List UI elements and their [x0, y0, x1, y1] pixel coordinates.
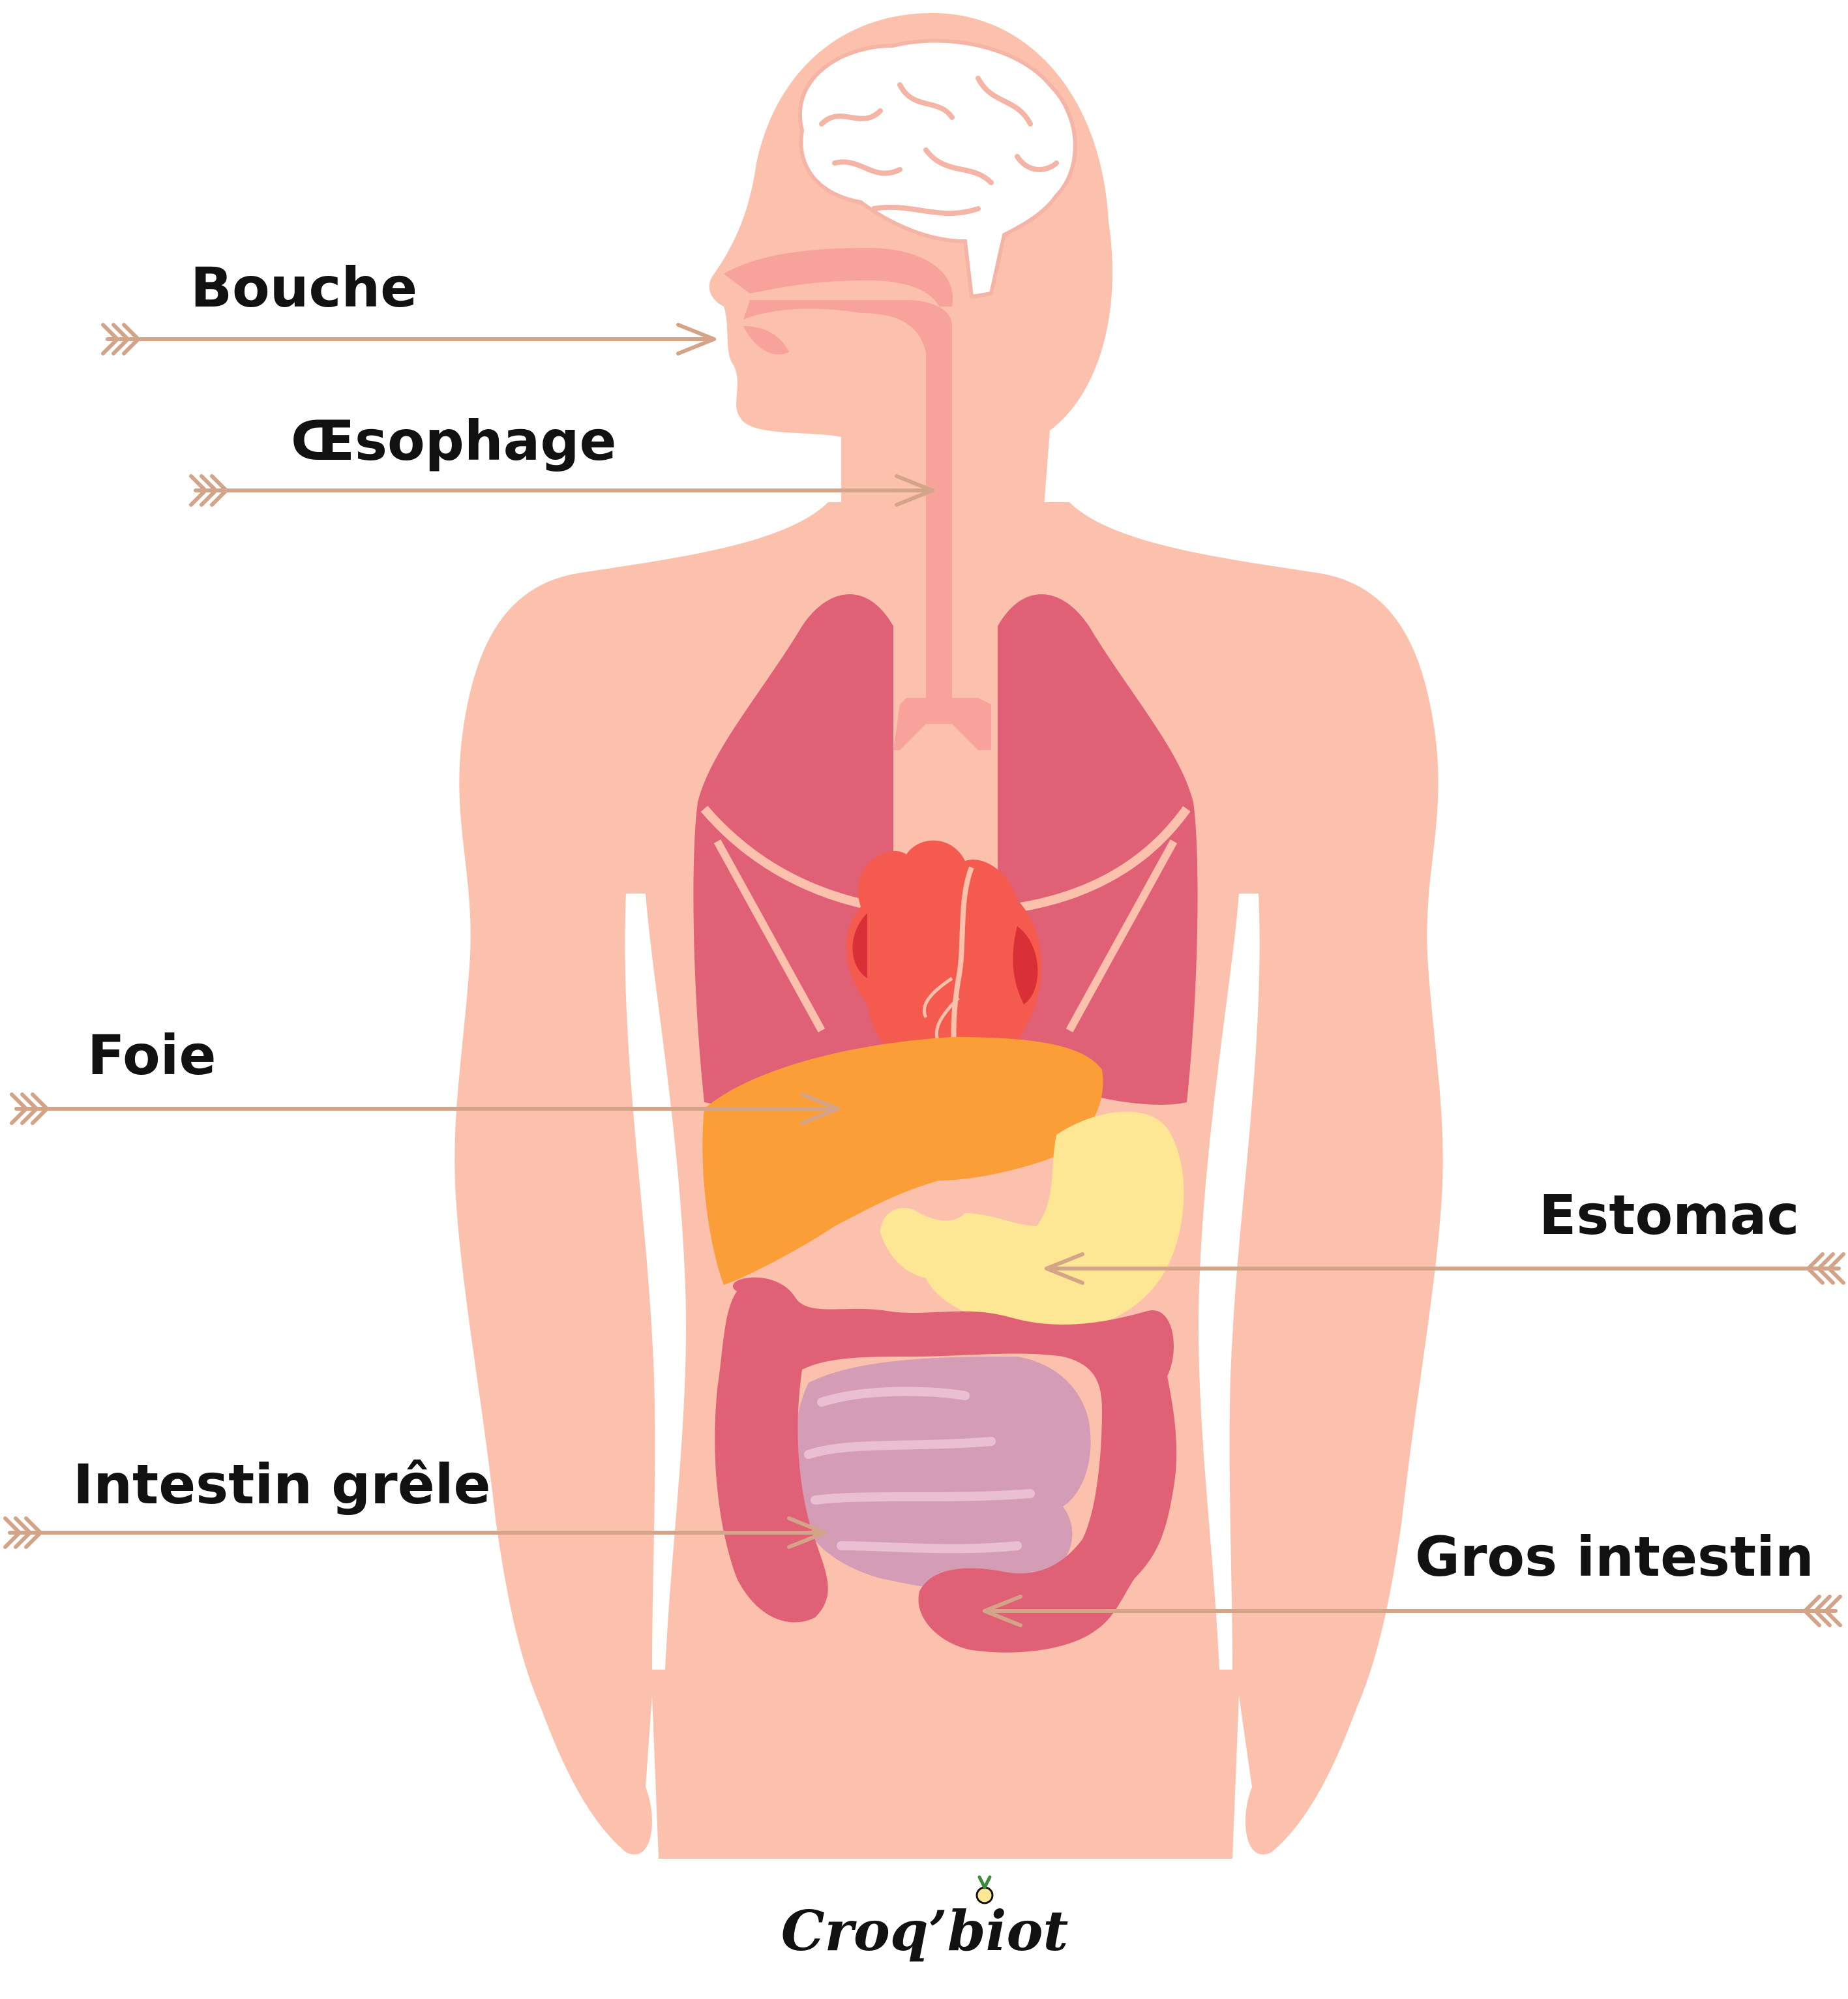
- turnip-icon: [976, 1875, 994, 1904]
- liver: [702, 1037, 1103, 1285]
- left-lung: [693, 594, 893, 1105]
- right-lung: [998, 594, 1198, 1105]
- label-stomach: Estomac: [1539, 1183, 1799, 1247]
- label-liver: Foie: [87, 1023, 216, 1087]
- brand-logo: Croq’biot: [781, 1875, 1069, 1963]
- large-intestine: [715, 1277, 1177, 1653]
- brain: [797, 38, 1077, 299]
- arm-gaps: [625, 894, 1260, 1670]
- arrows: [3, 323, 1845, 1627]
- arrow-mouth: [101, 323, 716, 355]
- arrow-small-intestine: [3, 1516, 827, 1549]
- airway: [724, 248, 991, 750]
- arrow-liver: [10, 1092, 840, 1125]
- labels: Bouche Œsophage Foie Estomac Intestin gr…: [73, 256, 1814, 1589]
- label-esophagus: Œsophage: [291, 409, 616, 473]
- stomach: [880, 1111, 1184, 1332]
- lungs: [693, 594, 1198, 1105]
- label-large-intestine: Gros intestin: [1415, 1525, 1814, 1589]
- label-mouth: Bouche: [190, 256, 417, 320]
- arrow-stomach: [1045, 1252, 1845, 1285]
- label-small-intestine: Intestin grêle: [73, 1452, 490, 1516]
- arrow-large-intestine: [983, 1595, 1842, 1627]
- arrow-esophagus: [189, 474, 934, 507]
- small-intestine: [793, 1357, 1091, 1592]
- logo-text: Croq’biot: [781, 1899, 1069, 1963]
